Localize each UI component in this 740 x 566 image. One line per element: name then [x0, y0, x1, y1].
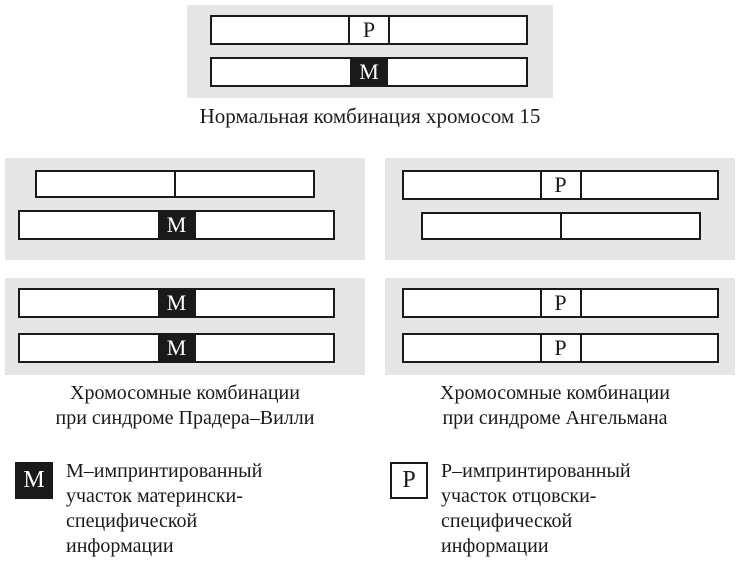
caption-prader-willi: Хромосомные комбинации при синдроме Прад… [55, 382, 315, 429]
paternal-region-icon: Р [390, 462, 428, 499]
panel-prader-willi-disomy: М М [5, 278, 365, 375]
imprinted-region-paternal: Р [539, 172, 582, 198]
legend-maternal-text: М–импринтированный участок матерински- с… [66, 460, 263, 557]
chromosome-maternal-copy2: М [18, 333, 335, 363]
imprinted-region-maternal: М [350, 57, 388, 87]
legend-maternal: М М–импринтированный участок матерински-… [15, 459, 345, 559]
chromosome-maternal-copy1: М [18, 288, 335, 318]
deletion-junction-line [560, 214, 562, 238]
imprinted-region-maternal: М [157, 333, 196, 363]
chromosome-paternal-copy1: Р [402, 288, 719, 318]
chromosome-maternal-normal: М [210, 57, 528, 87]
imprinted-region-paternal: Р [348, 17, 390, 43]
imprinted-region-maternal: М [157, 288, 196, 318]
chromosome-paternal: Р [402, 170, 719, 200]
legend-paternal-text: Р–импринтированный участок отцовски- спе… [441, 460, 631, 557]
imprinted-region-paternal: Р [539, 290, 582, 316]
panel-normal-combination: Р М [187, 5, 553, 98]
deletion-junction-line [174, 172, 176, 196]
chromosome-maternal: М [18, 210, 335, 240]
chromosome-paternal-copy2: Р [402, 333, 719, 363]
legend-paternal: Р Р–импринтированный участок отцовски- с… [390, 459, 720, 559]
chromosome-paternal-deleted [35, 170, 315, 198]
imprinted-region-paternal: Р [539, 335, 582, 361]
panel-angelman-disomy: Р Р [385, 278, 735, 375]
maternal-region-icon: М [15, 462, 53, 499]
caption-normal-combination: Нормальная комбинация хромосом 15 [199, 104, 541, 128]
caption-angelman: Хромосомные комбинации при синдроме Анге… [440, 382, 670, 429]
chromosome-maternal-deleted [421, 212, 701, 240]
panel-prader-willi-deletion: М [5, 158, 365, 260]
chromosome-paternal-normal: Р [210, 15, 528, 45]
panel-angelman-deletion: Р [385, 158, 735, 260]
imprinted-region-maternal: М [157, 210, 196, 240]
